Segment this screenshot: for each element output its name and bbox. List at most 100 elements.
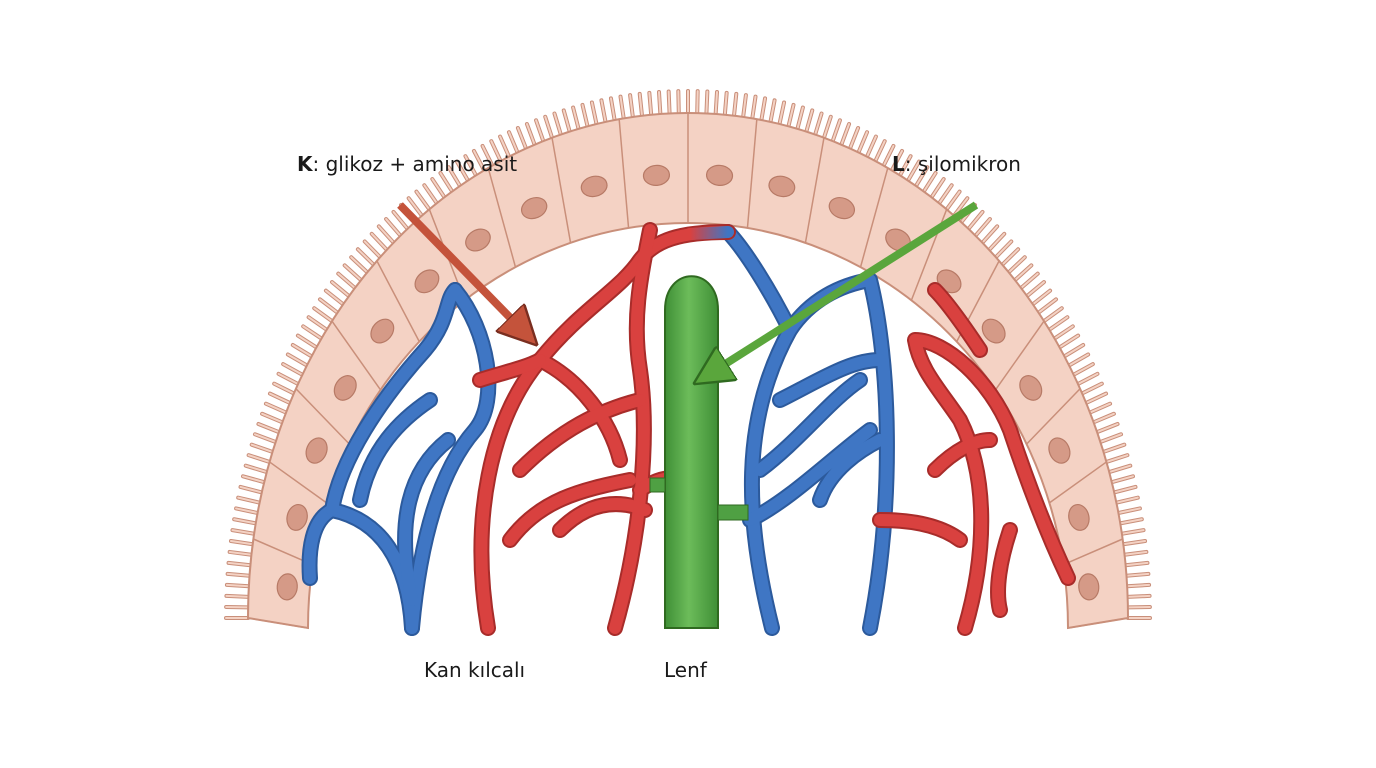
microvillus [225, 583, 250, 588]
cell-nucleus [286, 503, 308, 531]
label-k-text: : glikoz + amino asit [312, 152, 518, 176]
microvillus [1063, 343, 1085, 358]
microvillus [282, 363, 304, 376]
microvillus [1119, 518, 1143, 525]
microvillus [250, 443, 274, 453]
label-k: K: glikoz + amino asit [297, 152, 517, 176]
microvillus [535, 119, 545, 143]
microvillus [239, 485, 263, 494]
microvillus [742, 94, 747, 118]
microvillus [377, 225, 395, 244]
microvillus [865, 135, 877, 158]
microvillus [431, 178, 446, 199]
microvillus [253, 433, 277, 443]
microvillus [714, 91, 719, 115]
cell-boundary [1067, 617, 1129, 629]
microvillus [1102, 443, 1126, 453]
microvillus [1120, 529, 1145, 535]
cell-boundary [331, 320, 382, 391]
lymph-lacteal-vessel[interactable] [649, 275, 749, 629]
microvillus [481, 144, 494, 167]
cell-boundary [804, 137, 825, 243]
microvillus [1126, 583, 1151, 588]
microvillus [848, 127, 860, 150]
microvillus [291, 343, 313, 358]
microvillus [225, 594, 250, 598]
microvillus [581, 103, 589, 128]
cell-boundary [487, 167, 517, 268]
microvillus [1007, 256, 1026, 274]
microvillus [363, 240, 382, 259]
microvillus [723, 91, 728, 116]
microvillus [705, 90, 709, 115]
arrow-l-green [700, 201, 979, 380]
microvillus [544, 115, 554, 139]
microvillus [1110, 475, 1134, 484]
microvillus [988, 232, 1006, 251]
microvillus [874, 140, 886, 163]
microvillus [331, 281, 350, 298]
microvillus [324, 289, 345, 306]
microvillus [1001, 248, 1020, 266]
microvillus [974, 218, 991, 237]
microvillus [1058, 334, 1080, 349]
microvillus [307, 316, 328, 331]
microvillus [385, 218, 402, 237]
label-k-letter: K [297, 152, 313, 176]
label-l-letter: L [892, 152, 905, 176]
microvillus [1013, 264, 1033, 282]
cell-nucleus [276, 573, 298, 601]
microvillus [590, 101, 598, 126]
microvillus [907, 160, 920, 182]
microvillus [1105, 454, 1129, 463]
cell-nucleus [1019, 375, 1043, 401]
microvillus [337, 272, 356, 290]
microvillus [945, 190, 961, 211]
microvillus [922, 172, 937, 193]
microvillus [1037, 298, 1057, 314]
cell-nucleus [370, 318, 395, 344]
microvillus [1031, 289, 1052, 306]
microvillus [1113, 485, 1137, 494]
microvillus [356, 248, 375, 266]
microvillus [638, 92, 644, 117]
microvillus [1026, 281, 1045, 298]
microvillus [1020, 272, 1039, 290]
cell-boundary [859, 167, 889, 268]
microvillus [233, 518, 257, 525]
cell-boundary [376, 260, 420, 342]
microvillus [967, 210, 984, 230]
cell-nucleus [465, 228, 491, 252]
cell-nucleus [520, 197, 548, 220]
microvillus [619, 95, 625, 120]
microvillus [667, 90, 671, 115]
microvillus [1122, 540, 1147, 546]
microvillus [572, 106, 580, 130]
microvillus [1117, 507, 1141, 515]
cell-nucleus [333, 375, 357, 401]
microvillus [994, 240, 1013, 259]
microvillus [439, 172, 454, 193]
microvillus [490, 140, 502, 163]
microvillus [277, 372, 300, 386]
cell-boundary [295, 388, 350, 445]
microvillus [831, 119, 841, 143]
microvillus [1123, 550, 1148, 556]
cell-nucleus [1078, 573, 1100, 601]
microvillus [898, 155, 912, 177]
microvillus [237, 496, 261, 504]
cell-boundary [247, 617, 309, 629]
microvillus [1125, 572, 1150, 577]
cell-nucleus [768, 175, 796, 198]
microvillus [553, 112, 562, 136]
microvillus [226, 572, 251, 577]
cell-nucleus [1048, 437, 1071, 464]
microvillus [840, 123, 851, 146]
microvillus [1124, 561, 1149, 567]
microvillus [447, 166, 462, 188]
label-l-text: : şilomikron [904, 152, 1021, 176]
cell-nucleus [705, 164, 734, 187]
cell-boundary [1063, 538, 1123, 566]
microvillus [609, 97, 616, 122]
